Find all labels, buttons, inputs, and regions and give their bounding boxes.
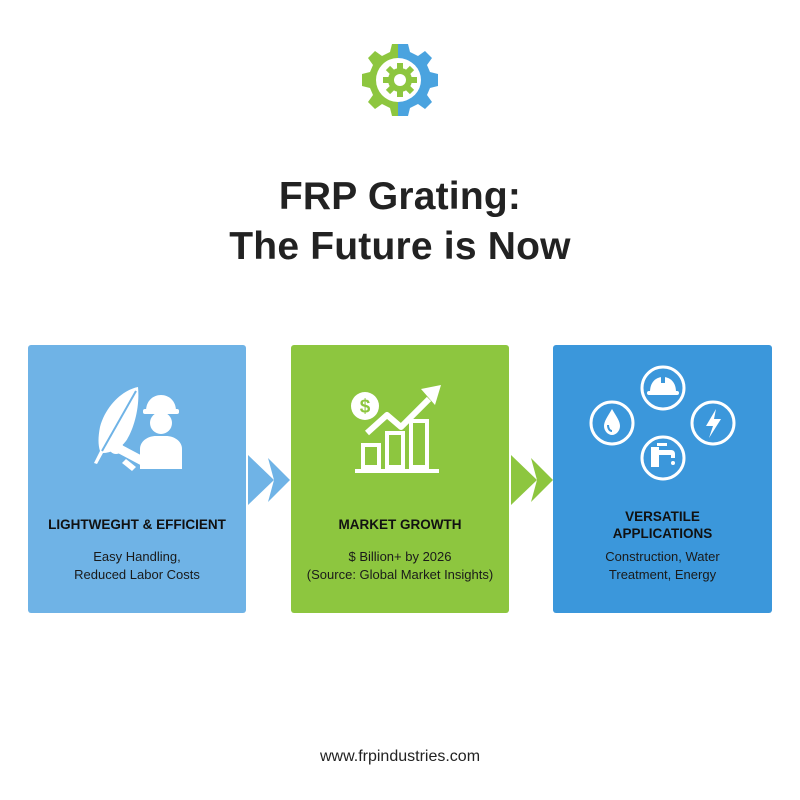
card-market-growth-heading: MARKET GROWTH — [338, 517, 462, 532]
water-tap-icon — [640, 435, 686, 481]
card-market-growth-illustration: $ — [351, 385, 441, 473]
card-versatile-body-line-2: Treatment, Energy — [608, 567, 717, 582]
svg-text:$: $ — [360, 397, 371, 418]
hard-hat-icon — [640, 365, 686, 411]
title-line-1: FRP Grating: — [278, 175, 522, 218]
card-versatile-heading: VERSATILE APPLICATIONS — [553, 508, 772, 542]
card-lightweight: LIGHTWEGHT & EFFICIENT Easy Handling, Re… — [28, 345, 246, 613]
footer-url[interactable]: www.frpindustries.com — [319, 748, 481, 765]
card-versatile: VERSATILE APPLICATIONS Construction, Wat… — [553, 345, 772, 613]
page-title: FRP Grating: The Future is Now — [0, 172, 800, 272]
card-lightweight-body-line-1: Easy Handling, — [93, 549, 181, 564]
card-lightweight-illustration — [94, 387, 182, 471]
arrow-icon — [248, 455, 290, 505]
dollar-icon: $ — [351, 392, 379, 420]
card-lightweight-body-line-2: Reduced Labor Costs — [74, 567, 200, 582]
gear-icon — [362, 44, 438, 116]
bar-chart-icon — [361, 419, 429, 469]
card-lightweight-heading: LIGHTWEGHT & EFFICIENT — [48, 517, 226, 532]
card-versatile-heading-line-1: VERSATILE — [625, 509, 700, 524]
growth-arrow-icon — [364, 385, 441, 436]
card-market-growth-body-line-1: $ Billion+ by 2026 — [348, 549, 452, 564]
construction-worker-icon — [140, 395, 182, 469]
lightning-icon — [690, 400, 736, 446]
card-versatile-body: Construction, Water Treatment, Energy — [553, 548, 772, 584]
wrench-icon — [109, 440, 152, 471]
card-market-growth-body: $ Billion+ by 2026 (Source: Global Marke… — [291, 548, 509, 584]
card-versatile-heading-line-2: APPLICATIONS — [612, 526, 713, 541]
card-versatile-illustration — [589, 365, 736, 481]
card-market-growth-body-line-2: (Source: Global Market Insights) — [306, 567, 494, 582]
card-market-growth: $ MARKET GROWTH $ Billion+ by 2026 (Sour… — [291, 345, 509, 613]
card-lightweight-body: Easy Handling, Reduced Labor Costs — [28, 548, 246, 584]
water-drop-icon — [589, 400, 635, 446]
title-line-2: The Future is Now — [229, 225, 571, 268]
arrow-icon — [511, 455, 553, 505]
card-versatile-body-line-1: Construction, Water — [605, 549, 720, 564]
